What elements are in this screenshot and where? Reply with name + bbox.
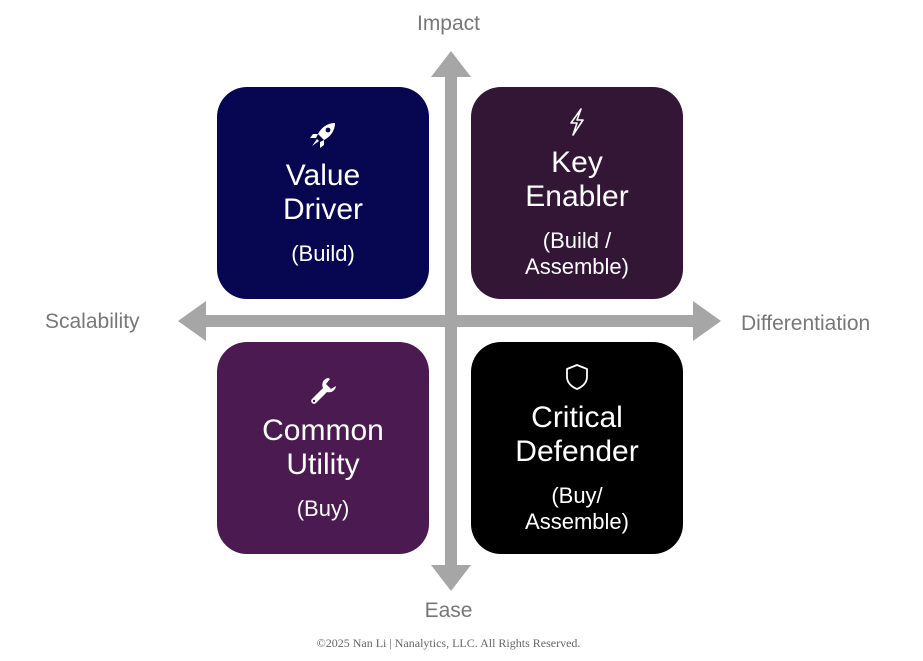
- critical-defender-title-line2: Defender: [515, 435, 639, 468]
- wrench-icon: [311, 378, 336, 404]
- axis-label-impact: Impact: [416, 12, 481, 35]
- common-utility-title-line2: Utility: [286, 448, 360, 481]
- key-enabler-subtitle-line1: (Build /: [542, 228, 612, 253]
- quadrant-common-utility: Common Utility (Buy): [217, 342, 429, 554]
- key-enabler-subtitle-line2: Assemble): [525, 254, 629, 279]
- common-utility-title-line1: Common: [262, 414, 384, 447]
- shield-icon: [566, 364, 588, 390]
- quadrant-value-driver: Value Driver (Build): [217, 87, 429, 299]
- key-enabler-title-line1: Key: [551, 146, 603, 179]
- quadrant-key-enabler: Key Enabler (Build / Assemble): [471, 87, 683, 299]
- axis-label-differentiation: Differentiation: [741, 312, 871, 335]
- copyright-footer: ©2025 Nan Li | Nanalytics, LLC. All Righ…: [316, 636, 581, 650]
- arrow-down: [431, 565, 471, 591]
- arrow-right: [693, 301, 721, 341]
- arrow-left: [178, 301, 206, 341]
- axis-label-ease: Ease: [424, 599, 473, 622]
- critical-defender-subtitle-line2: Assemble): [525, 509, 629, 534]
- critical-defender-subtitle-line1: (Buy/: [551, 483, 603, 508]
- arrow-up: [431, 51, 471, 77]
- value-driver-title-line2: Driver: [283, 193, 363, 226]
- key-enabler-title-line2: Enabler: [525, 180, 629, 213]
- critical-defender-title-line1: Critical: [531, 401, 623, 434]
- value-driver-title-line1: Value: [285, 159, 361, 192]
- axis-label-scalability: Scalability: [45, 310, 140, 333]
- horizontal-axis-bar: [200, 315, 700, 327]
- common-utility-subtitle: (Buy): [296, 496, 350, 521]
- rocket-icon: [310, 123, 335, 148]
- value-driver-subtitle: (Build): [291, 241, 355, 266]
- quadrant-critical-defender: Critical Defender (Buy/ Assemble): [471, 342, 683, 554]
- lightning-icon: [570, 108, 584, 136]
